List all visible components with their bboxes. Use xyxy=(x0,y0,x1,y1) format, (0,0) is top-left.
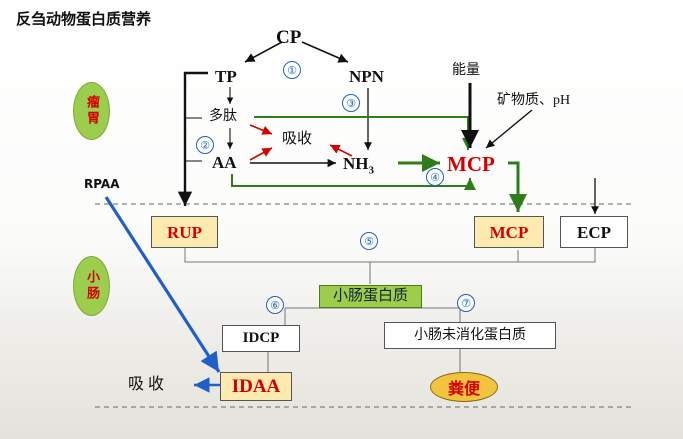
marker-7: ⑦ xyxy=(457,294,475,312)
node-minerals-ph: 矿物质、pH xyxy=(497,93,571,108)
box-rup: RUP xyxy=(151,216,218,248)
box-mcp: MCP xyxy=(474,216,544,248)
arrow-rpaa-idaa xyxy=(104,196,221,373)
box-undigested: 小肠未消化蛋白质 xyxy=(384,322,556,349)
arrow-aa-absorb xyxy=(249,147,273,161)
node-nh3: NH3 xyxy=(343,155,374,176)
marker-6: ⑥ xyxy=(266,296,284,314)
diagram-title: 反刍动物蛋白质营养 xyxy=(16,10,152,28)
arrow-cp-tp xyxy=(244,41,283,63)
nh3-base: NH xyxy=(343,154,369,173)
box-idcp: IDCP xyxy=(222,325,300,352)
node-npn: NPN xyxy=(349,67,384,86)
node-feces: 粪便 xyxy=(430,372,498,402)
node-mcp-rumen: MCP xyxy=(447,152,495,176)
node-cp: CP xyxy=(276,27,302,48)
arrow-cp-npn xyxy=(301,41,349,63)
box-ecp: ECP xyxy=(560,216,628,248)
node-tp: TP xyxy=(215,67,237,86)
node-absorb-rumen: 吸收 xyxy=(282,131,313,147)
box-si-protein: 小肠蛋白质 xyxy=(319,285,422,308)
marker-2: ② xyxy=(196,136,214,154)
arrow-peptides-absorb xyxy=(249,124,273,135)
node-energy: 能量 xyxy=(452,63,480,78)
node-rpaa: RPAA xyxy=(84,177,120,191)
section-label-rumen: 瘤胃 xyxy=(73,82,110,140)
node-absorb-intestine: 吸 收 xyxy=(128,376,165,393)
marker-3: ③ xyxy=(342,94,360,112)
node-peptides: 多肽 xyxy=(209,109,237,124)
arrow-nh3-absorb xyxy=(329,144,353,157)
bracket-to-rup xyxy=(177,71,208,206)
arrow-mcp-mcpbox xyxy=(508,161,527,212)
marker-5: ⑤ xyxy=(360,232,378,250)
bracket-bottom xyxy=(184,248,596,263)
marker-4: ④ xyxy=(426,168,444,186)
nh3-subscript: 3 xyxy=(368,164,375,177)
box-idaa: IDAA xyxy=(220,372,292,401)
section-label-small-intestine: 小肠 xyxy=(73,256,110,316)
marker-1: ① xyxy=(283,61,301,79)
node-aa: AA xyxy=(212,153,237,172)
arrow-aa-mcp xyxy=(231,174,476,190)
arrow-minerals-mcp xyxy=(485,109,533,149)
